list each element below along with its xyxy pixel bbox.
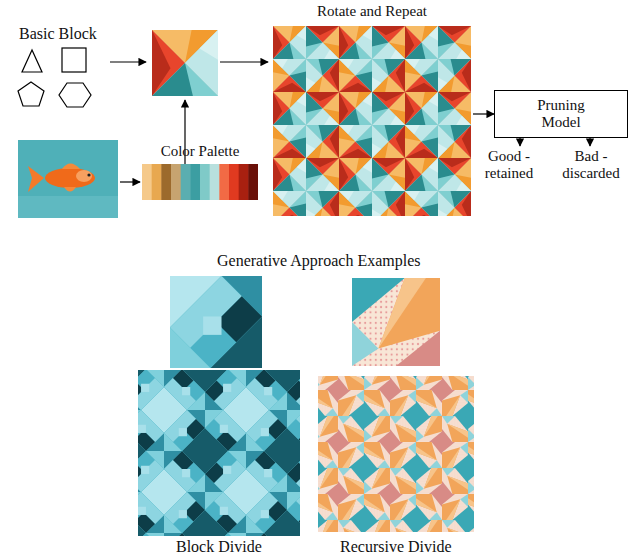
basic-shapes: [18, 48, 91, 107]
caption-label: Block Divide: [176, 538, 262, 556]
caption-label: Recursive Divide: [340, 538, 452, 556]
generated-tile: [152, 30, 218, 96]
caption-label: Basic Block: [19, 25, 97, 43]
pattern-heading: Rotate and Repeat: [272, 3, 472, 20]
outcome-text: Bad - discarded: [552, 148, 630, 183]
color-palette: Color Palette: [142, 143, 258, 200]
recursive-divide-sample: [318, 278, 474, 532]
connector-arrow: [519, 138, 520, 146]
section-heading: Generative Approach Examples: [217, 252, 420, 270]
connector-arrow: [589, 138, 590, 146]
outcome-text: Good - retained: [472, 148, 546, 183]
fish-photo: [18, 140, 118, 218]
process-box: Pruning Model: [494, 90, 628, 138]
repeated-pattern: Rotate and Repeat: [272, 3, 472, 216]
outcome-label: Bad - discarded: [552, 148, 630, 183]
pattern-image: [273, 26, 471, 216]
outcome-label: Good - retained: [472, 148, 546, 183]
arrow: [220, 61, 268, 62]
palette-strip: [142, 164, 258, 200]
arrow: [120, 181, 140, 182]
block-divide-sample: [138, 276, 300, 536]
connector-arrow: [473, 113, 494, 114]
palette-heading: Color Palette: [142, 143, 258, 160]
box-label: Pruning Model: [526, 97, 596, 132]
arrow: [110, 61, 146, 62]
